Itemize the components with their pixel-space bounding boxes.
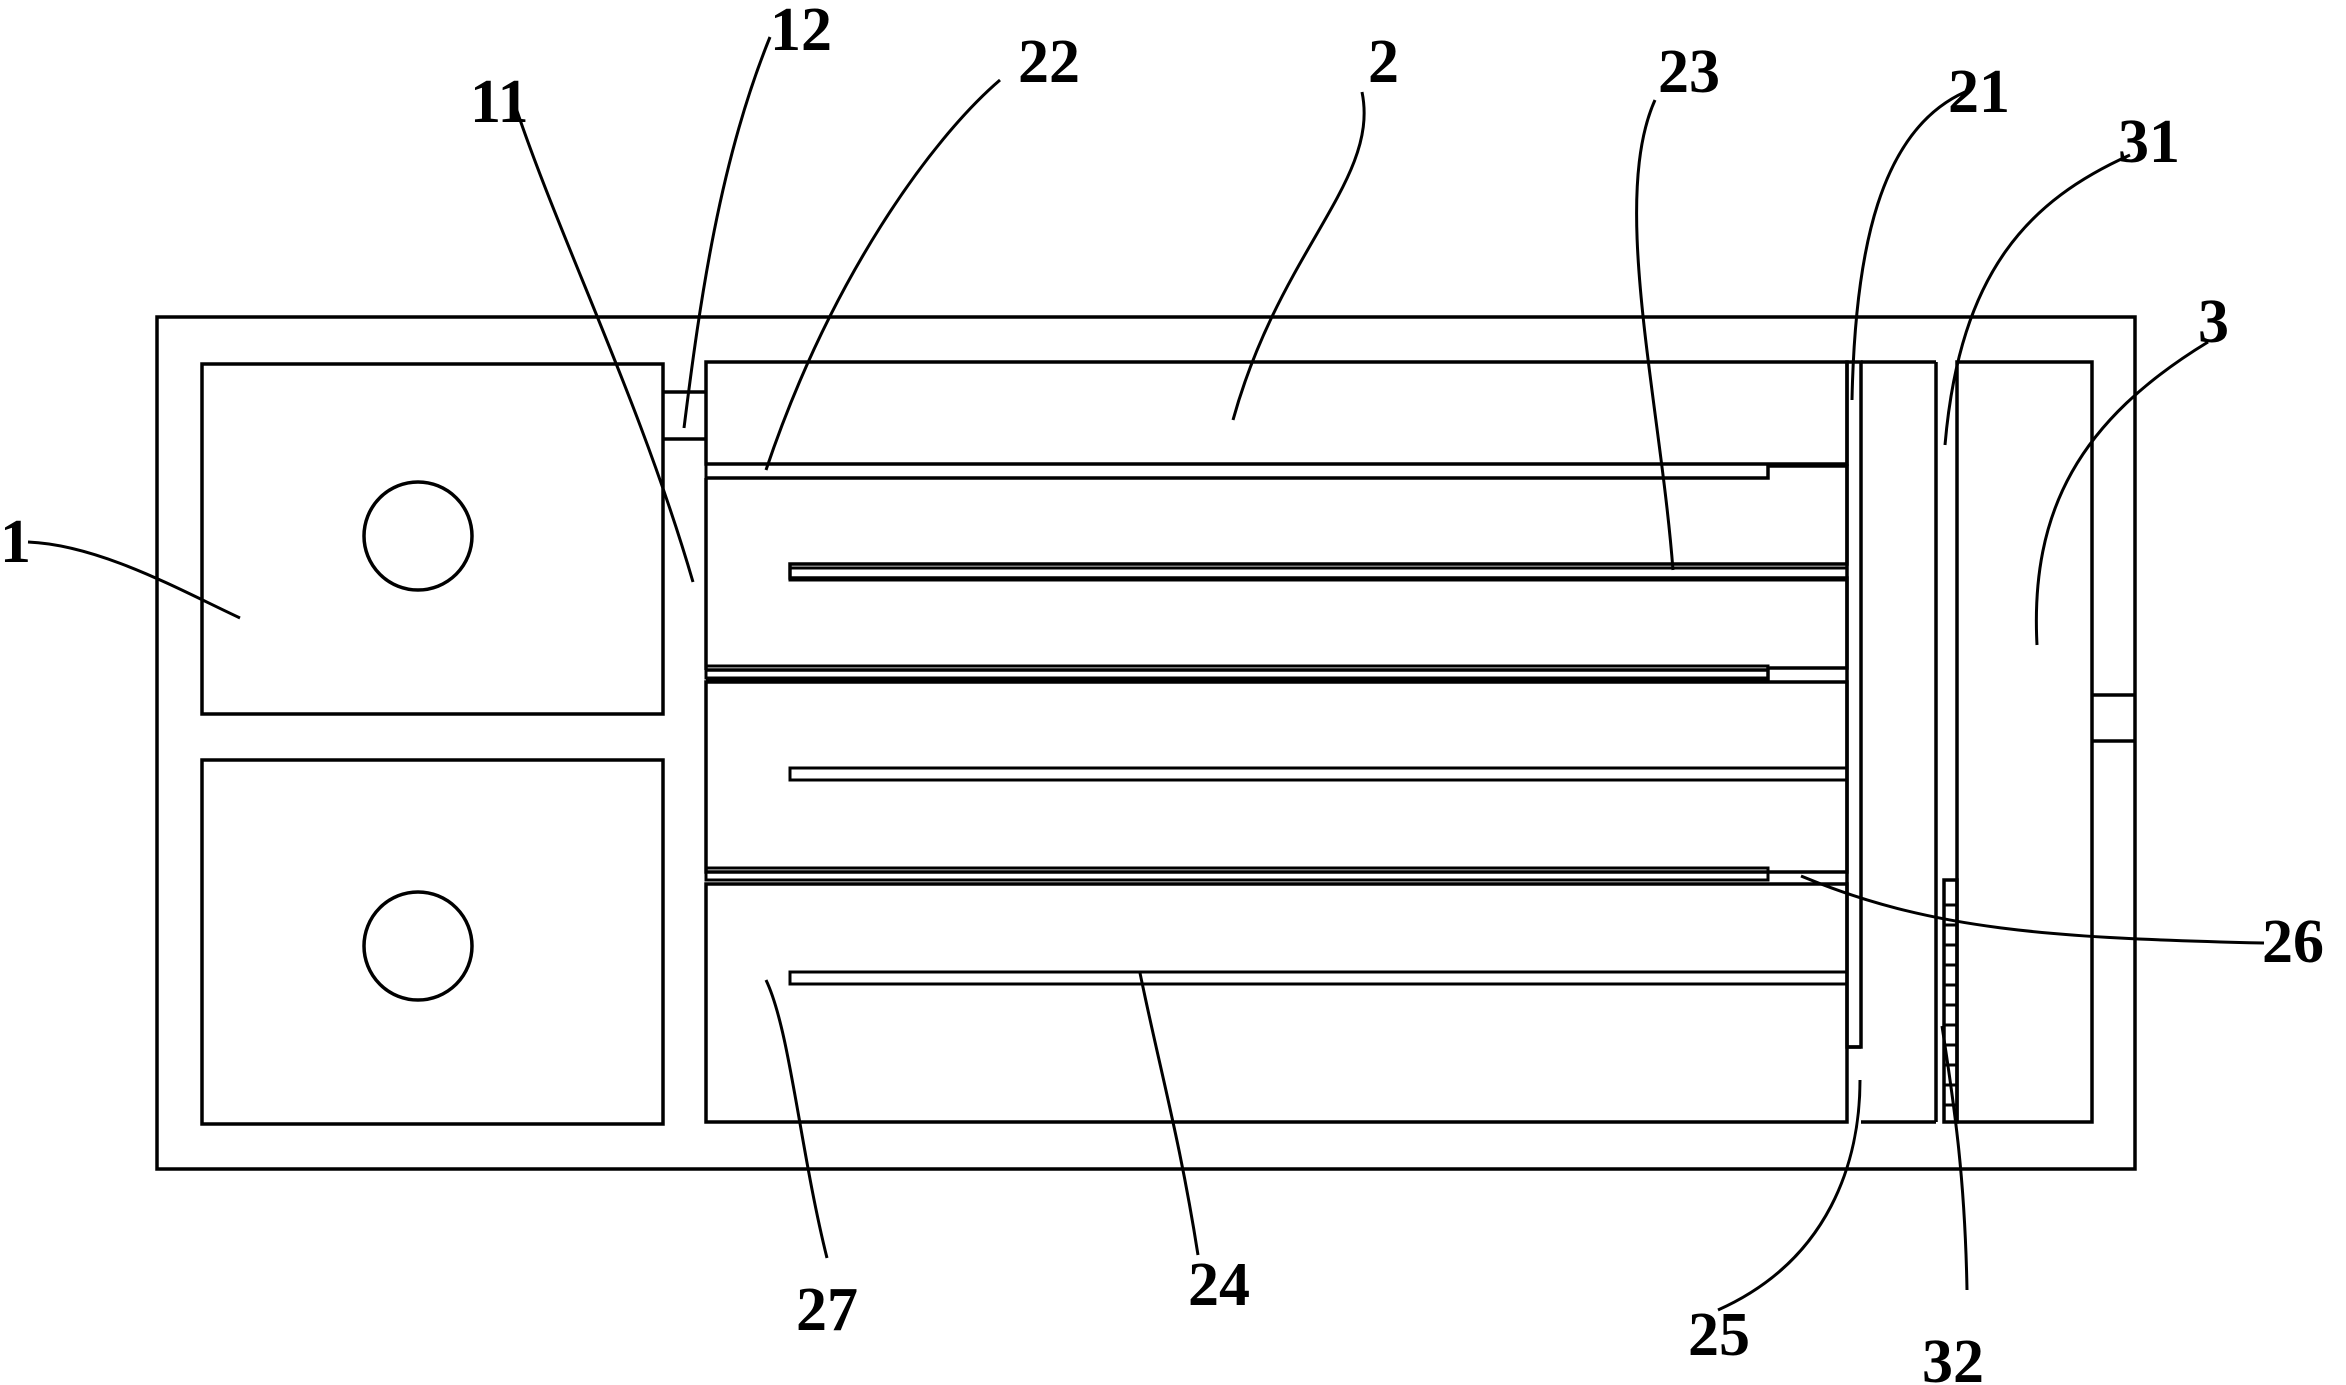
outer-housing (155, 315, 2137, 1171)
lower-circle (362, 890, 474, 1002)
right-chamber (1955, 360, 2094, 1124)
part-12-connector (663, 390, 706, 441)
baffle-6 (788, 970, 1849, 986)
upper-circle (362, 480, 474, 592)
label-3: 3 (2198, 288, 2229, 356)
label-22: 22 (1018, 28, 1080, 96)
label-1: 1 (0, 508, 31, 576)
label-26: 26 (2262, 908, 2324, 976)
label-11: 11 (470, 68, 529, 136)
top-channel (704, 360, 1849, 466)
baffle-4 (788, 766, 1849, 782)
partition-21 (1845, 360, 1863, 1049)
lower-block (704, 882, 1849, 1124)
baffle-1 (704, 462, 1770, 480)
middle-block (704, 680, 1849, 874)
label-21: 21 (1948, 58, 2010, 126)
label-32: 32 (1922, 1328, 1984, 1385)
label-31: 31 (2118, 108, 2180, 176)
label-27: 27 (796, 1276, 858, 1344)
part-2-serpentine-tank (704, 360, 1938, 1124)
serpentine-outline (706, 464, 1849, 682)
baffle-5 (704, 866, 1770, 882)
part-3-chamber (1955, 360, 2135, 1124)
lower-compartment (200, 758, 665, 1126)
label-12: 12 (770, 0, 832, 64)
upper-compartment (200, 362, 665, 716)
label-2: 2 (1368, 28, 1399, 96)
label-23: 23 (1658, 38, 1720, 106)
leader-lines (27, 36, 2265, 1312)
part-1-compartments (200, 362, 665, 1126)
label-25: 25 (1688, 1301, 1750, 1369)
baffle-3 (704, 664, 1770, 680)
label-24: 24 (1188, 1251, 1250, 1319)
